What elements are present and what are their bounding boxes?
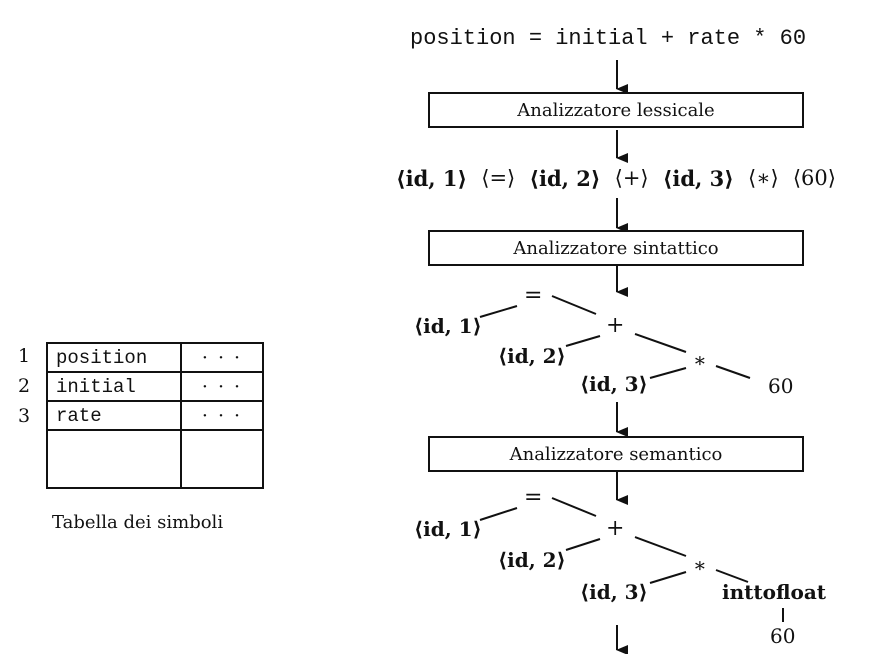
- semantic-node-id3: ⟨id, 3⟩: [580, 580, 648, 604]
- symbol-table: position · · · initial · · · rate · · ·: [46, 342, 264, 489]
- syntax-node-literal: 60: [768, 374, 794, 398]
- syntax-node-id1: ⟨id, 1⟩: [414, 314, 482, 338]
- semantic-edge-plus-id2: [565, 538, 601, 551]
- token-id-3: ⟨id, 3⟩: [662, 165, 734, 191]
- symbol-table-row: position · · ·: [46, 342, 264, 373]
- syntax-edge-times-60: [715, 365, 751, 379]
- syntax-edge-plus-times: [634, 333, 687, 353]
- symbol-info-cell: · · ·: [180, 371, 264, 402]
- token-assign: ⟨=⟩: [481, 166, 516, 190]
- symbol-info-cell-empty: [180, 429, 264, 489]
- token-number: ⟨60⟩: [792, 166, 836, 190]
- lexical-analyzer-box: Analizzatore lessicale: [428, 92, 804, 128]
- symbol-table-caption: Tabella dei simboli: [52, 512, 224, 533]
- symbol-row-index-2: 2: [17, 375, 31, 397]
- syntax-node-times: ∗: [693, 348, 707, 372]
- symbol-row-index-1: 1: [17, 345, 31, 367]
- semantic-edge-plus-times: [634, 536, 687, 557]
- syntax-edge-assign-id1: [479, 305, 518, 318]
- syntax-edge-plus-id2: [565, 335, 601, 347]
- token-stream: ⟨id, 1⟩ ⟨=⟩ ⟨id, 2⟩ ⟨+⟩ ⟨id, 3⟩ ⟨∗⟩ ⟨60⟩: [396, 160, 836, 196]
- semantic-node-times: ∗: [693, 553, 707, 577]
- token-id-1: ⟨id, 1⟩: [396, 165, 468, 191]
- semantic-edge-assign-plus: [551, 497, 597, 517]
- semantic-edge-times-inttofloat: [715, 569, 749, 583]
- syntax-node-plus: +: [606, 313, 625, 338]
- symbol-name-cell: initial: [46, 371, 182, 402]
- semantic-node-id1: ⟨id, 1⟩: [414, 517, 482, 541]
- syntax-node-assign: =: [524, 283, 543, 308]
- syntax-node-id2: ⟨id, 2⟩: [498, 344, 566, 368]
- semantic-edge-assign-id1: [479, 507, 518, 521]
- token-times: ⟨∗⟩: [748, 166, 779, 190]
- symbol-name-cell: position: [46, 342, 182, 373]
- symbol-row-index-3: 3: [17, 405, 31, 427]
- semantic-edge-times-id3: [649, 571, 687, 584]
- syntax-node-id3: ⟨id, 3⟩: [580, 372, 648, 396]
- symbol-info-cell: · · ·: [180, 342, 264, 373]
- token-id-2: ⟨id, 2⟩: [529, 165, 601, 191]
- semantic-analyzer-box: Analizzatore semantico: [428, 436, 804, 472]
- syntax-edge-assign-plus: [551, 295, 597, 315]
- symbol-table-row: initial · · ·: [46, 371, 264, 402]
- token-plus: ⟨+⟩: [614, 166, 649, 190]
- syntax-edge-times-id3: [649, 367, 687, 379]
- syntax-analyzer-box: Analizzatore sintattico: [428, 230, 804, 266]
- semantic-node-assign: =: [524, 485, 543, 510]
- symbol-table-empty-row: [46, 429, 264, 489]
- semantic-node-inttofloat: inttofloat: [722, 580, 827, 604]
- symbol-info-cell: · · ·: [180, 400, 264, 431]
- semantic-node-plus: +: [606, 516, 625, 541]
- symbol-name-cell-empty: [46, 429, 182, 489]
- source-statement: position = initial + rate * 60: [410, 26, 807, 51]
- semantic-node-literal: 60: [770, 624, 796, 648]
- symbol-name-cell: rate: [46, 400, 182, 431]
- symbol-table-row: rate · · ·: [46, 400, 264, 431]
- semantic-node-id2: ⟨id, 2⟩: [498, 548, 566, 572]
